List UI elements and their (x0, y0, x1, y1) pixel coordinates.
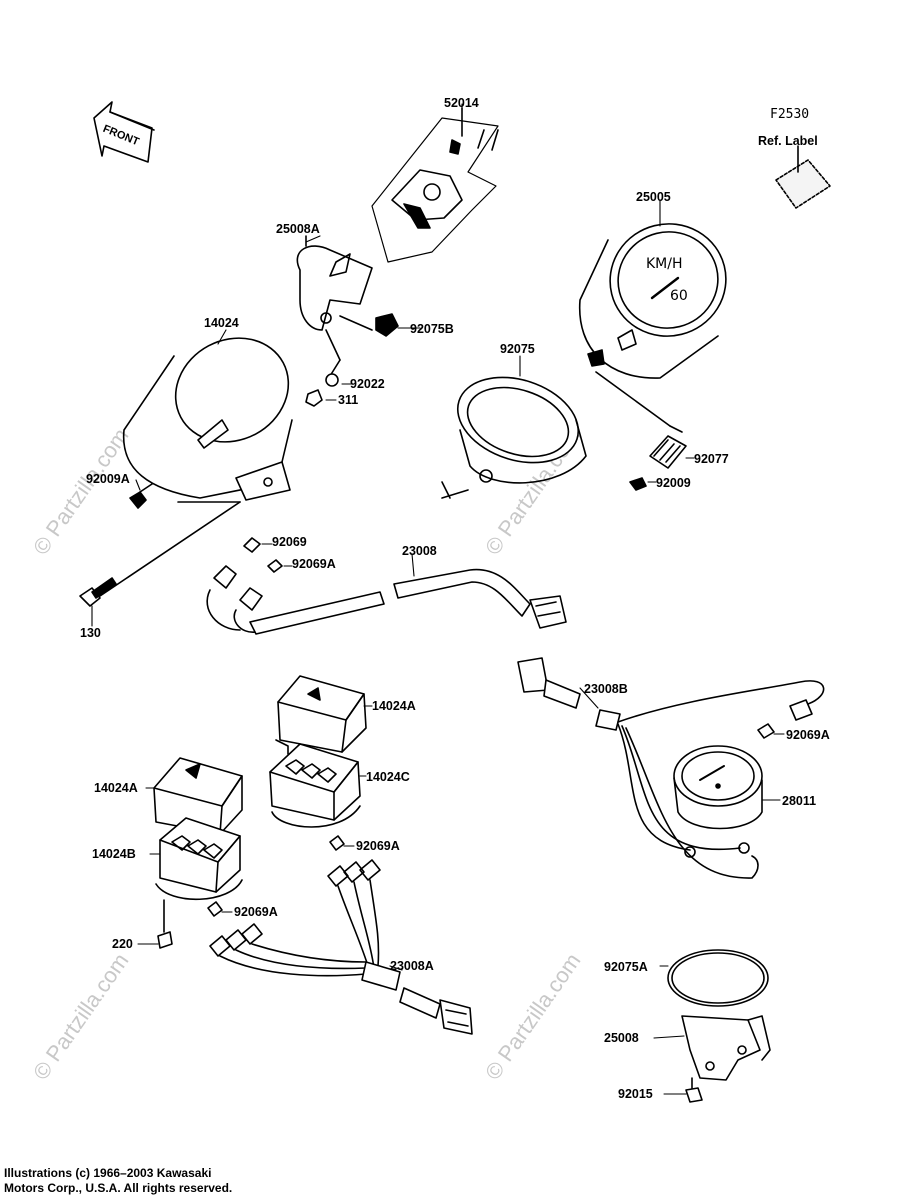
cover-14024-drawing (99, 337, 293, 597)
box-14024C-drawing (269, 743, 361, 828)
ring-92075-drawing (441, 376, 587, 499)
bulb-92069A-low-drawing (207, 901, 223, 917)
credit-line-1: Illustrations (c) 1966–2003 Kawasaki (4, 1166, 212, 1180)
nut-92075B-drawing (375, 313, 399, 337)
label-23008B: 23008B (584, 682, 628, 696)
label-92075: 92075 (500, 342, 535, 356)
label-92069A-low: 92069A (234, 905, 278, 919)
screw-220-drawing (157, 931, 173, 949)
label-220: 220 (112, 937, 133, 951)
label-92077: 92077 (694, 452, 729, 466)
label-52014: 52014 (444, 96, 479, 110)
label-14024C: 14024C (366, 770, 410, 784)
bulb-92069A-mid-drawing (329, 835, 345, 851)
nut-311-drawing (305, 389, 323, 407)
label-14024A-top: 14024A (372, 699, 416, 713)
label-14024A-left: 14024A (94, 781, 138, 795)
nut-92015-drawing (685, 1087, 703, 1103)
label-92009A: 92009A (86, 472, 130, 486)
label-25008A: 25008A (276, 222, 320, 236)
bracket-25008-drawing (681, 1015, 771, 1089)
label-28011: 28011 (782, 794, 817, 808)
bulb-92069A-right-drawing (757, 723, 775, 739)
label-25008: 25008 (604, 1031, 639, 1045)
label-92069A-right: 92069A (786, 728, 830, 742)
label-311: 311 (338, 393, 359, 407)
cable-end-92077-drawing (649, 425, 687, 469)
washer-92022-drawing (325, 373, 339, 387)
box-14024A-left-drawing (153, 757, 243, 835)
label-14024B: 14024B (92, 847, 136, 861)
ring-92075A-inner-drawing (671, 952, 765, 1004)
ring-92075A-drawing (667, 949, 769, 1007)
label-92009: 92009 (656, 476, 691, 490)
label-23008A: 23008A (390, 959, 434, 973)
label-130: 130 (80, 626, 101, 640)
box-14024B-drawing (155, 817, 243, 933)
label-14024: 14024 (204, 316, 239, 330)
label-92075B: 92075B (410, 322, 454, 336)
speedometer-25005-drawing: KM/H 60 (578, 223, 727, 427)
label-92069A-mid: 92069A (356, 839, 400, 853)
svg-text:KM/H: KM/H (646, 256, 683, 272)
harness-23008-drawing (206, 565, 567, 635)
svg-text:60: 60 (670, 288, 688, 304)
harness-23008B-drawing (517, 657, 825, 879)
bulb-92069-drawing (243, 537, 261, 553)
figure-id: F2530 (770, 107, 810, 122)
bulb-92069A-drawing (267, 559, 283, 573)
front-arrow-icon (93, 101, 155, 163)
ref-label-drawing (775, 145, 831, 209)
bolt-130-drawing (79, 577, 117, 607)
screw-92009-drawing (629, 477, 647, 491)
label-92015: 92015 (618, 1087, 653, 1101)
label-92022: 92022 (350, 377, 385, 391)
leader-lines (91, 103, 785, 1095)
label-25005: 25005 (636, 190, 671, 204)
label-92069A-top: 92069A (292, 557, 336, 571)
label-23008: 23008 (402, 544, 437, 558)
harness-23008A-drawing (209, 859, 473, 1035)
box-14024A-top-drawing (275, 675, 367, 755)
switch-52014-drawing (371, 107, 499, 263)
meter-28011-drawing (673, 745, 763, 830)
label-92075A: 92075A (604, 960, 648, 974)
screw-92009A-drawing (129, 483, 153, 509)
bracket-25008A-drawing (296, 235, 373, 377)
credit-line-2: Motors Corp., U.S.A. All rights reserved… (4, 1181, 233, 1195)
label-92069: 92069 (272, 535, 307, 549)
ref-label-text: Ref. Label (758, 134, 818, 148)
